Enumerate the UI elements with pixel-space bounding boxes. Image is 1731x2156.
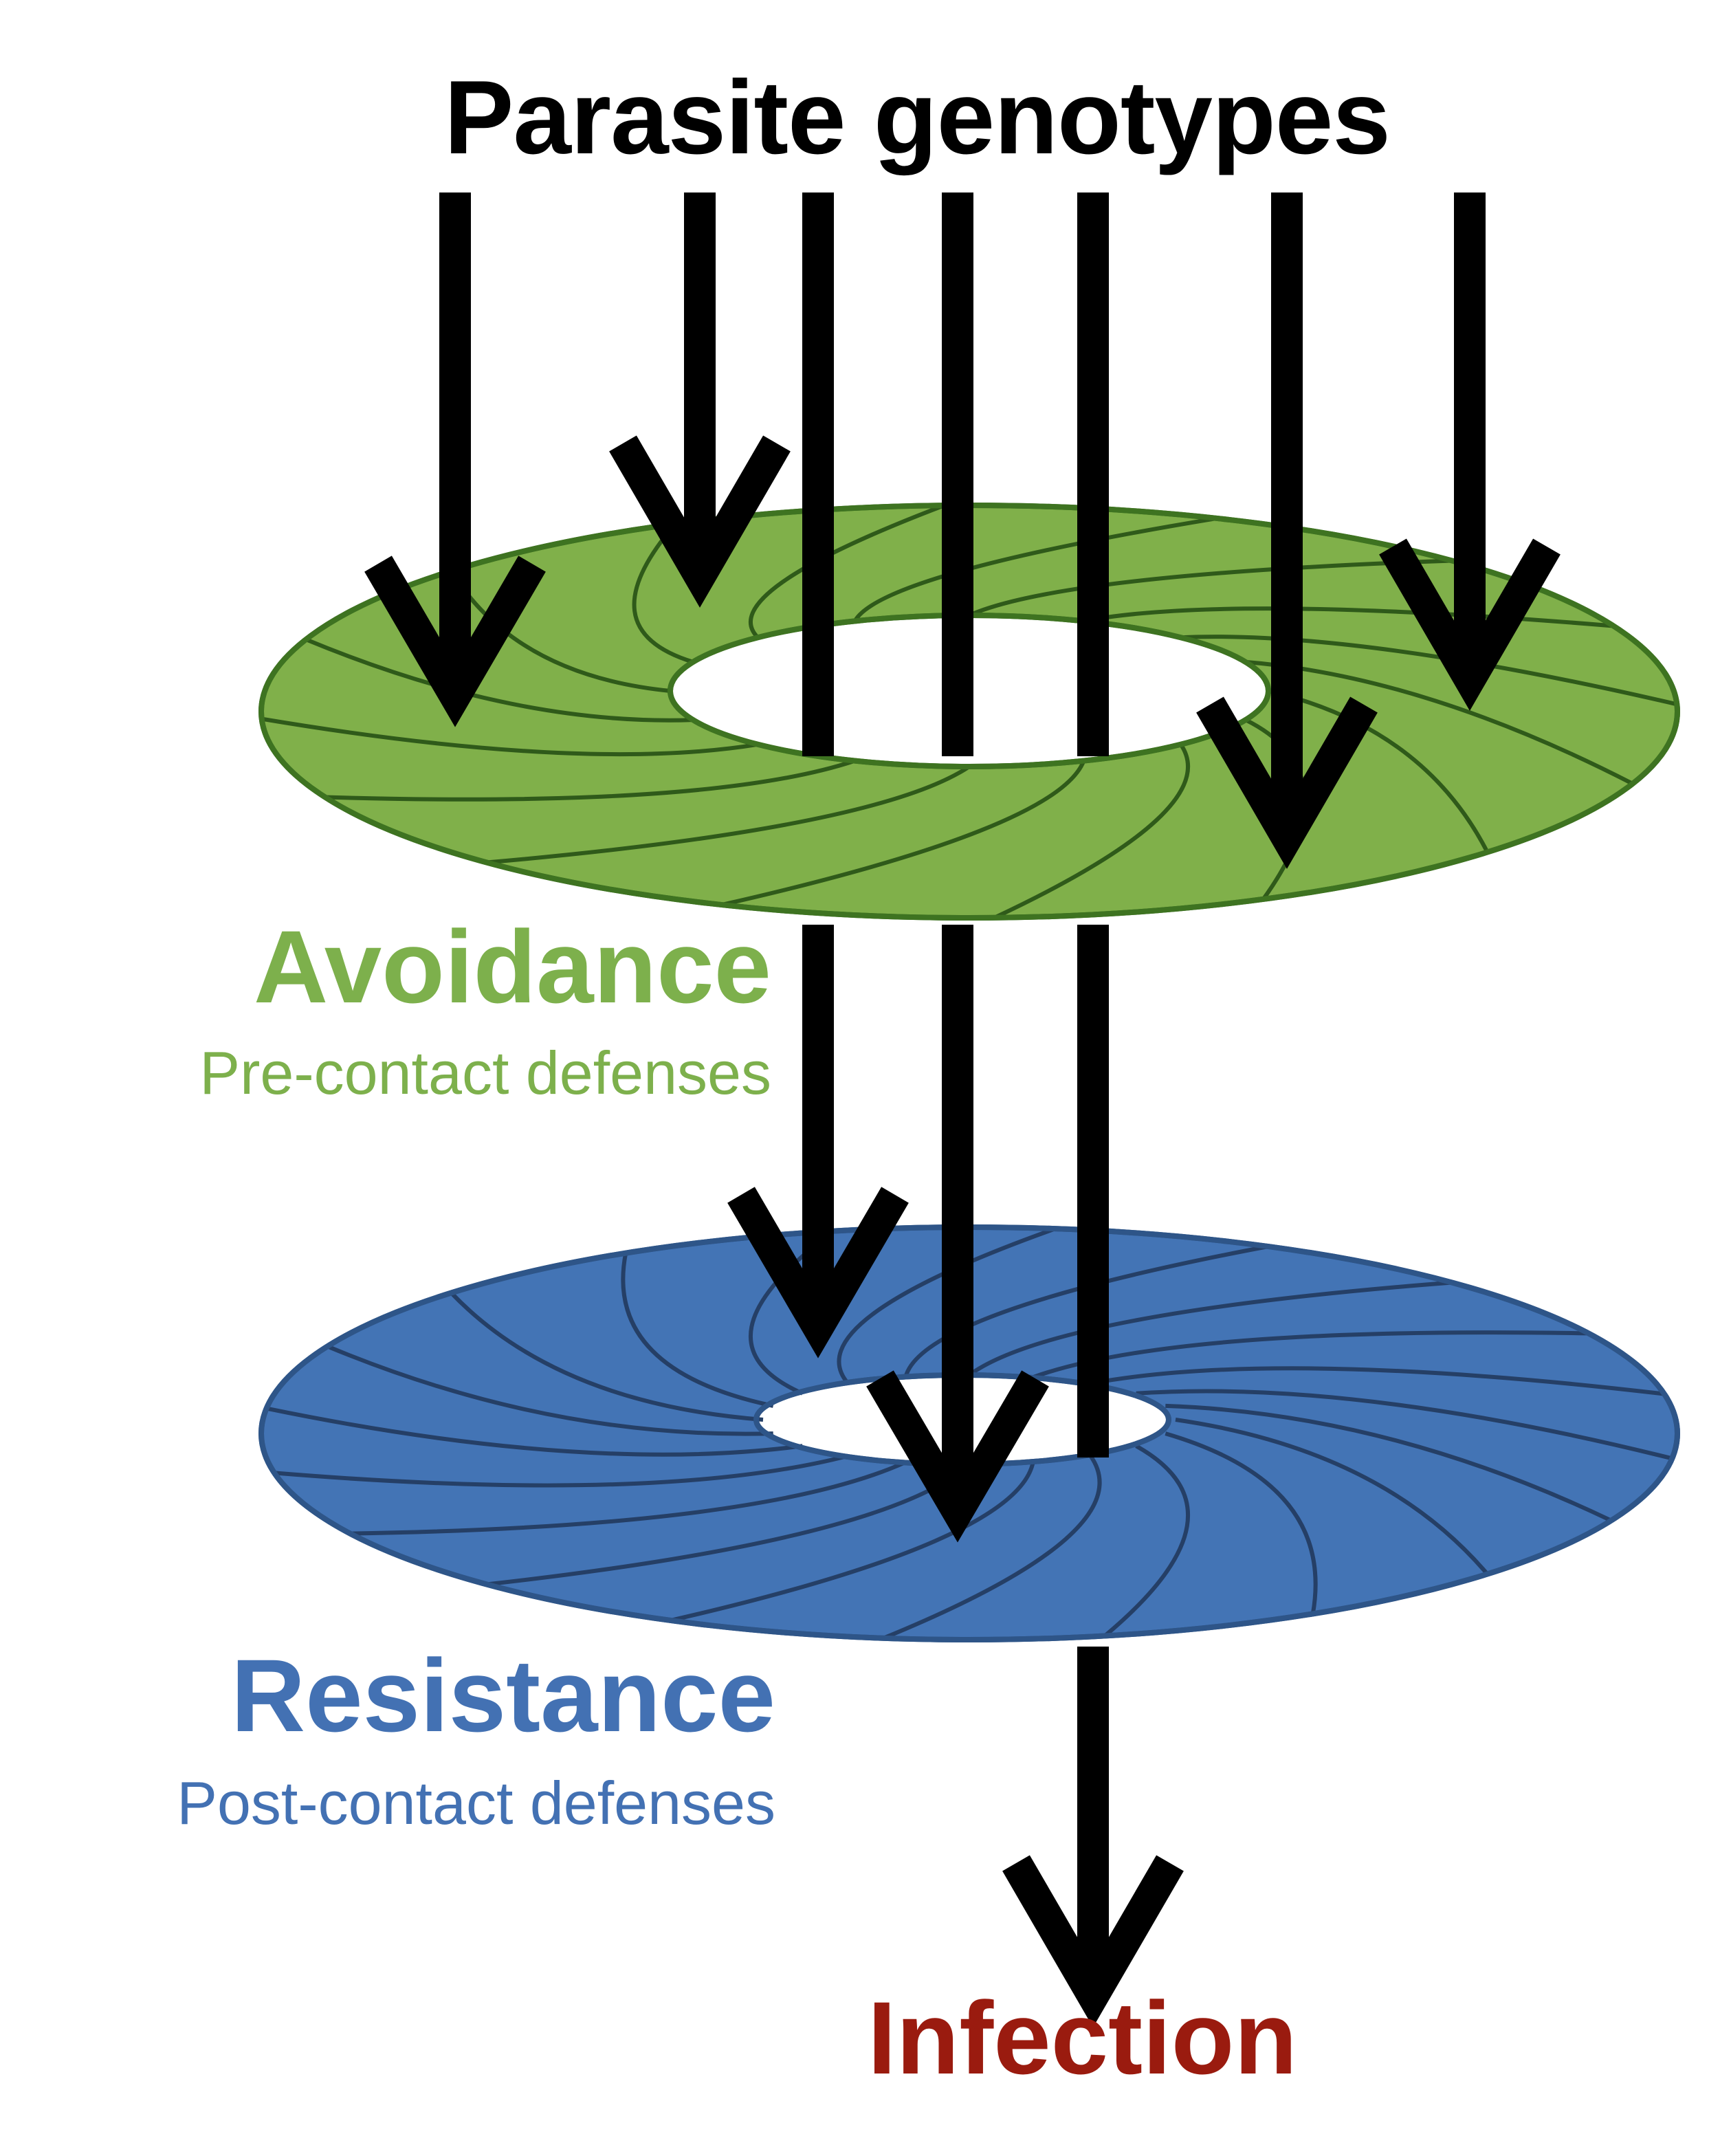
title-parasite-genotypes: Parasite genotypes (444, 59, 1391, 176)
avoidance-vane (486, 764, 971, 865)
avoidance-ring (258, 503, 1681, 921)
avoidance-label: Avoidance (253, 909, 771, 1024)
resistance-vane (968, 1280, 1453, 1377)
resistance-vane (1165, 1403, 1612, 1523)
arrow-genotype-7 (1379, 192, 1561, 711)
arrow-genotype-3 (727, 192, 909, 1358)
resistance-vane (265, 1406, 803, 1457)
resistance-vane (837, 1226, 1057, 1385)
avoidance-vane (632, 522, 694, 664)
resistance-vane (350, 1460, 907, 1536)
resistance-vane (882, 1454, 1102, 1640)
avoidance-vane (749, 503, 945, 639)
avoidance-vane (305, 637, 694, 723)
resistance-ring (258, 1224, 1681, 1642)
resistance-vane (748, 1229, 835, 1396)
resistance-vane (1090, 1366, 1665, 1396)
resistance-vane (1165, 1431, 1318, 1614)
arrow-genotype-1 (364, 192, 546, 727)
resistance-vane (327, 1344, 773, 1436)
resistance-label: Resistance (230, 1638, 775, 1753)
arrow-genotype-5 (1002, 192, 1184, 2027)
avoidance-vane (261, 716, 758, 757)
avoidance-vane (968, 558, 1453, 617)
resistance-vane (274, 1453, 849, 1488)
arrow-genotype-6 (1196, 192, 1378, 869)
resistance-vane (1103, 1444, 1191, 1638)
avoidance-sublabel: Pre-contact defenses (199, 1039, 771, 1107)
parasite-arrows (364, 192, 1561, 2027)
avoidance-vane (993, 743, 1190, 920)
avoidance-ring-vanes (261, 503, 1678, 920)
resistance-vane (1136, 1389, 1673, 1461)
resistance-vane (670, 1462, 1035, 1622)
resistance-ring-outline (258, 1224, 1681, 1642)
resistance-vane (450, 1291, 764, 1422)
avoidance-vane (1268, 689, 1490, 853)
avoidance-vane (324, 758, 856, 802)
arrow-genotype-2 (609, 192, 791, 608)
avoidance-vane (1180, 635, 1678, 707)
resistance-vane (903, 1244, 1269, 1378)
resistance-vane (1175, 1418, 1489, 1576)
infection-label: Infection (868, 1980, 1297, 2096)
resistance-vane (621, 1253, 774, 1408)
avoidance-vane (721, 760, 1086, 908)
resistance-sublabel: Post-contact defenses (177, 1769, 775, 1837)
arrow-genotype-4 (866, 192, 1049, 1543)
